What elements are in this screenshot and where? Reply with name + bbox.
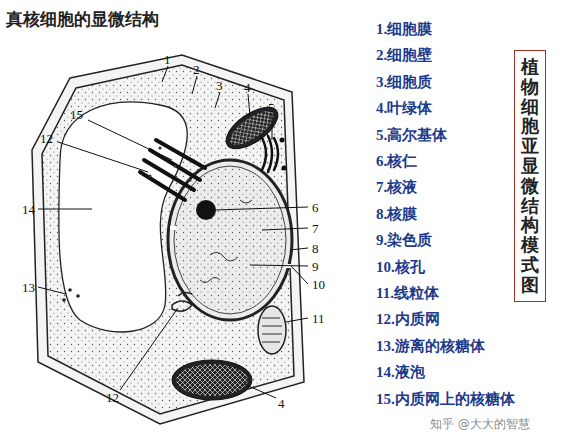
diagram-title: 真核细胞的显微结构 xyxy=(6,8,159,31)
callout-number: 12 xyxy=(40,132,53,145)
key-item: 7.核液 xyxy=(376,180,417,195)
callout-number: 4 xyxy=(244,81,251,94)
callout-number: 8 xyxy=(312,242,319,255)
callout-number: 14 xyxy=(22,203,35,216)
callout-number: 12 xyxy=(106,391,119,404)
callout-number: 4 xyxy=(278,397,285,410)
key-item: 5.高尔基体 xyxy=(376,128,447,143)
key-item: 15.内质网上的核糖体 xyxy=(376,392,515,407)
callout-number: 9 xyxy=(312,260,319,273)
callout-number: 11 xyxy=(312,312,325,325)
callout-number: 5 xyxy=(268,101,275,114)
key-item: 4.叶绿体 xyxy=(376,101,432,116)
callout-number: 7 xyxy=(312,222,319,235)
key-item: 12.内质网 xyxy=(376,312,440,327)
key-item: 8.核膜 xyxy=(376,207,417,222)
callout-number: 1 xyxy=(164,53,171,66)
key-item: 1.细胞膜 xyxy=(376,22,432,37)
key-item: 9.染色质 xyxy=(376,233,432,248)
key-item: 3.细胞质 xyxy=(376,75,432,90)
callout-number: 13 xyxy=(22,281,35,294)
key-item: 13.游离的核糖体 xyxy=(376,339,485,354)
callout-number: 15 xyxy=(70,108,83,121)
title-box: 植物细胞亚显微结构模式图 xyxy=(514,50,546,302)
key-item: 2.细胞壁 xyxy=(376,48,432,63)
watermark: 知乎 @大大的智慧 xyxy=(430,416,530,433)
vertical-title: 植物细胞亚显微结构模式图 xyxy=(521,57,539,295)
key-item: 10.核孔 xyxy=(376,260,425,275)
key-item: 14.液泡 xyxy=(376,365,425,380)
key-item: 11.线粒体 xyxy=(376,286,439,301)
callout-number: 10 xyxy=(312,278,325,291)
callout-number: 2 xyxy=(193,63,200,76)
callout-number: 3 xyxy=(216,79,223,92)
callout-number: 6 xyxy=(312,201,319,214)
key-item: 6.核仁 xyxy=(376,154,417,169)
